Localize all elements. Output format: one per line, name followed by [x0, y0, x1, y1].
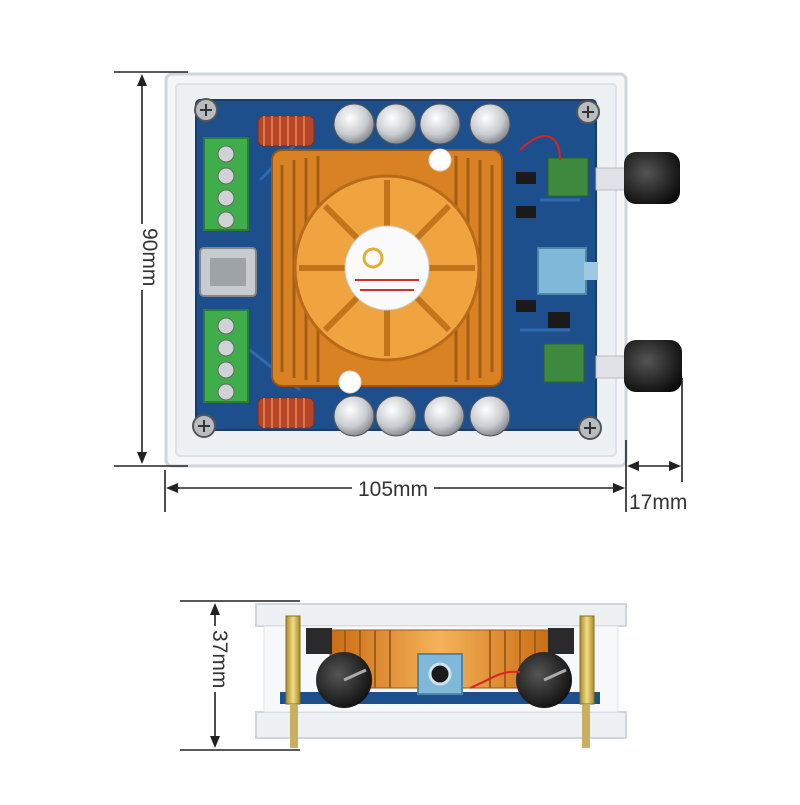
width-dimension-label: 105mm [352, 479, 435, 500]
fan-hub-sticker [344, 225, 430, 311]
side-acrylic-bottom [255, 711, 627, 739]
top-view [164, 72, 682, 468]
potentiometer-bottom [543, 343, 585, 383]
screw-terminal-bottom [203, 309, 249, 403]
volume-knob-top [624, 152, 680, 204]
height-dimension-label: 90mm [138, 224, 161, 291]
led-top [428, 148, 452, 172]
side-view [255, 603, 627, 748]
heatsink [271, 149, 503, 387]
potentiometer-top [547, 157, 589, 197]
knob-protrusion-label: 17mm [629, 491, 688, 514]
led-bottom [338, 370, 362, 394]
volume-knob-bottom [624, 340, 682, 392]
standoff-right [579, 615, 595, 705]
standoff-left [285, 615, 301, 705]
audio-jack [537, 247, 587, 295]
capacitors-bottom [333, 395, 511, 437]
inductor-top [257, 115, 315, 147]
depth-dimension-label: 37mm [208, 626, 231, 693]
capacitors-top [333, 103, 511, 145]
side-acrylic-top [255, 603, 627, 627]
screw-terminal-top [203, 137, 249, 231]
inductor-bottom [257, 397, 315, 429]
ic-chips [516, 172, 570, 328]
